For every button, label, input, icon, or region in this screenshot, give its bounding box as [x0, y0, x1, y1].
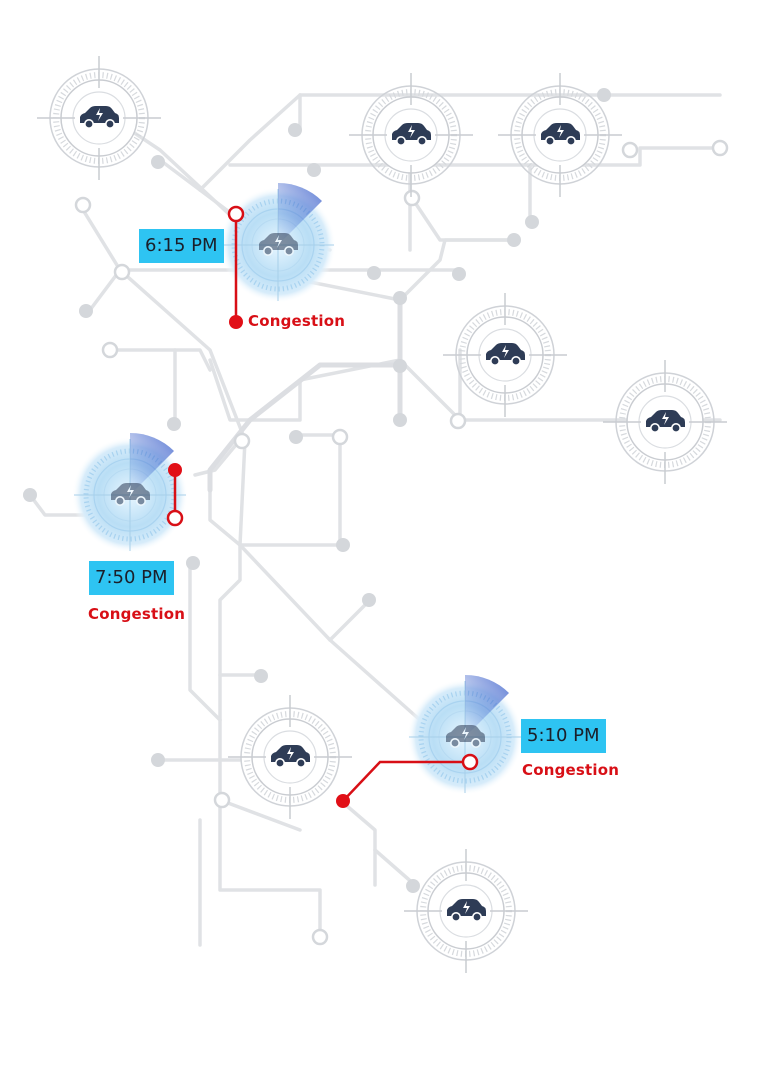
main-road [207, 297, 403, 493]
junction-nodes [23, 88, 611, 893]
congestion-label: Congestion [88, 605, 186, 623]
congestion-label: Congestion [522, 761, 620, 779]
congestion-label: Congestion [248, 312, 346, 330]
time-badge: 6:15 PM [139, 229, 224, 263]
time-badge: 7:50 PM [89, 561, 174, 595]
congestion-marker-3 [336, 753, 479, 808]
junction-rings [74, 139, 729, 946]
congestion-marker-2 [166, 463, 184, 527]
time-badge: 5:10 PM [521, 719, 606, 753]
congestion-marker-1 [227, 205, 245, 329]
